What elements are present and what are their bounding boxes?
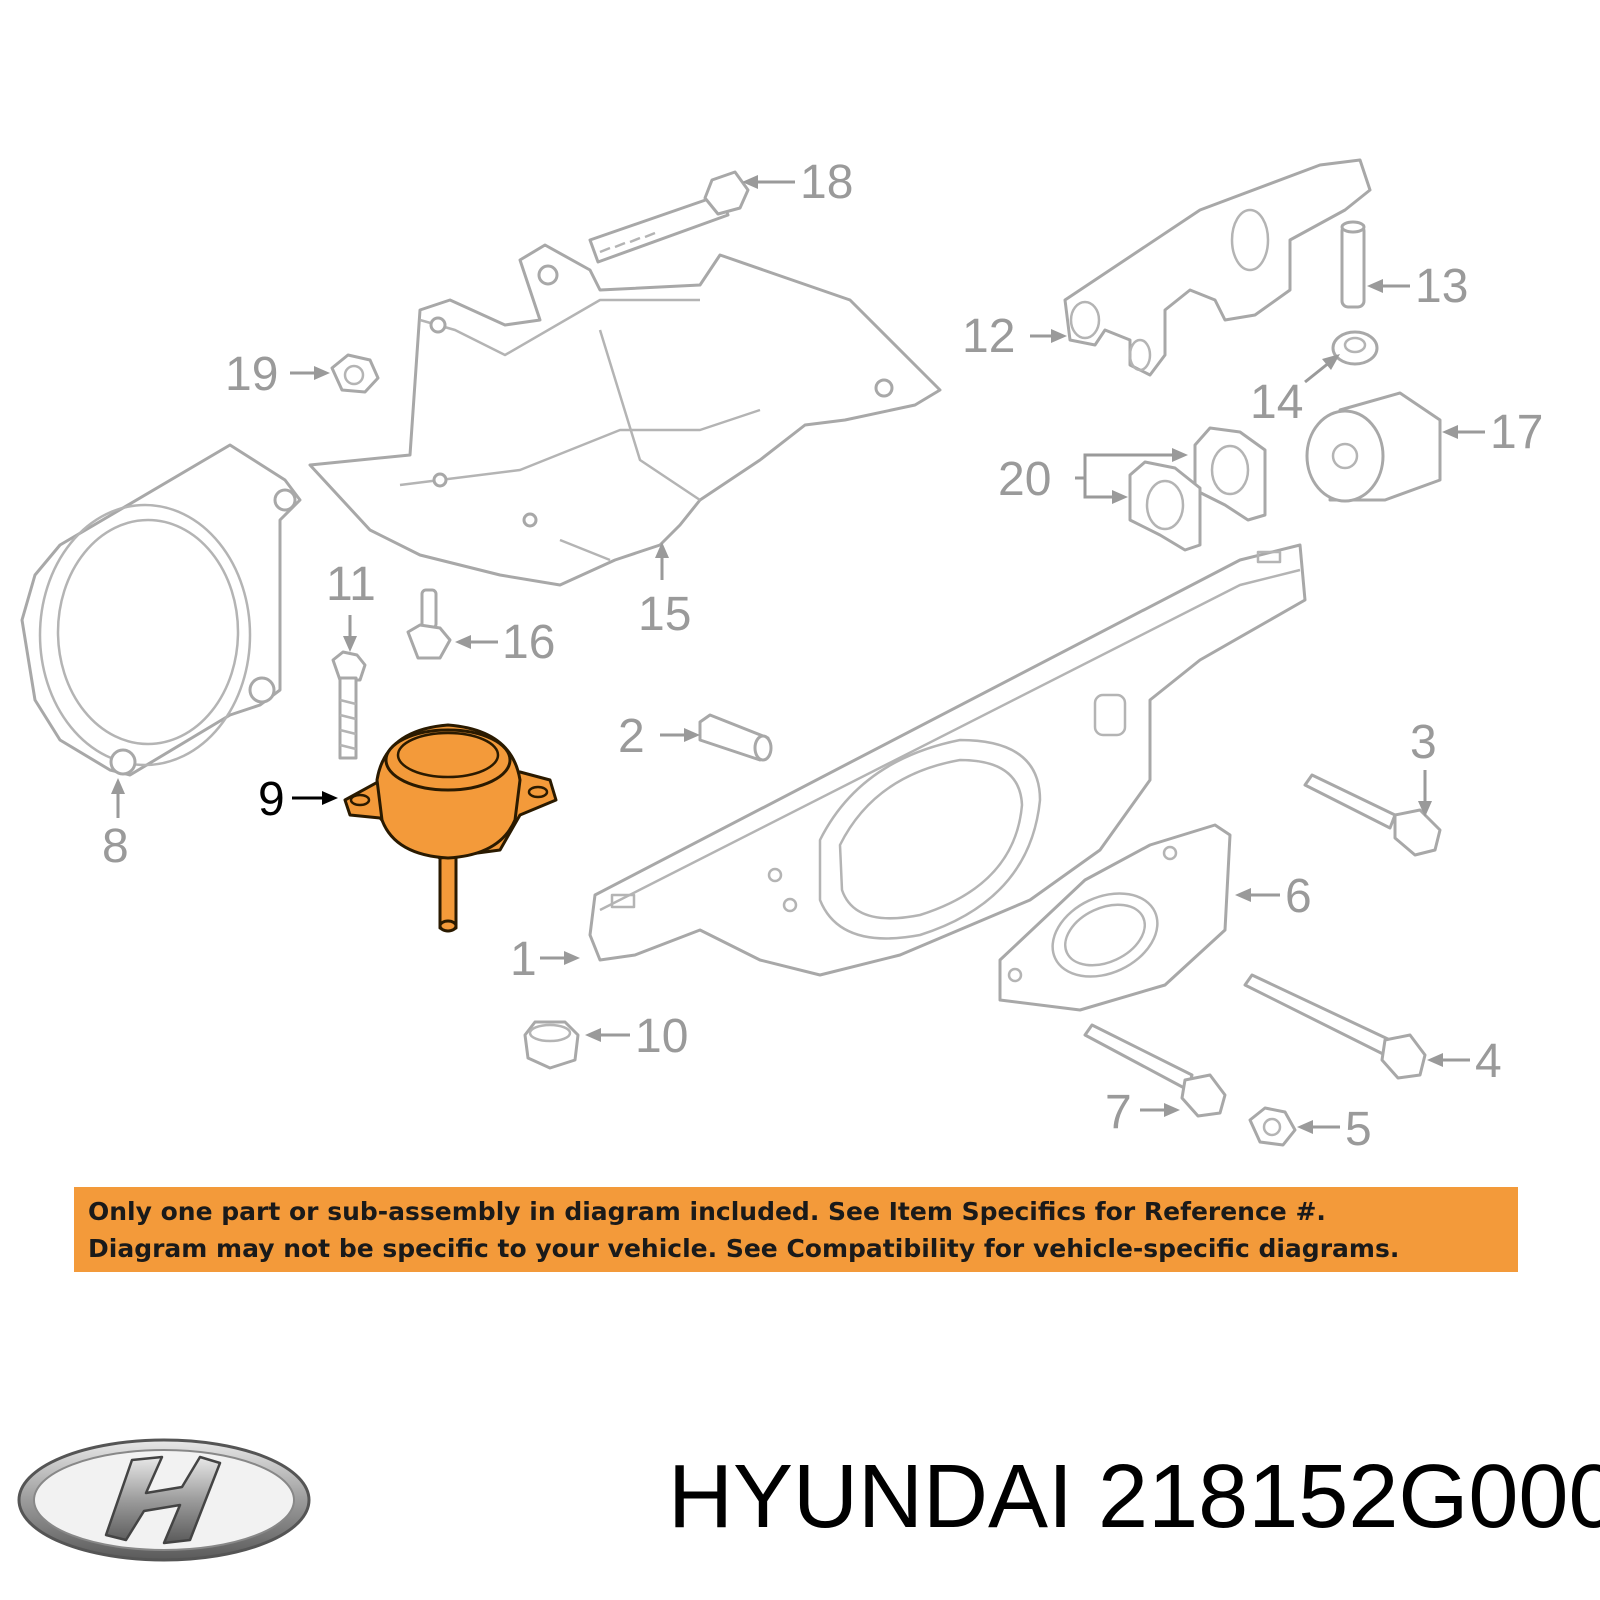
part-10-nut (523, 1020, 580, 1070)
callout-5: 5 (1345, 1103, 1372, 1156)
part-16-stud (406, 588, 452, 660)
callout-17: 17 (1490, 406, 1543, 459)
callout-20: 20 (998, 453, 1051, 506)
callout-13: 13 (1415, 260, 1468, 313)
callout-2: 2 (618, 710, 645, 763)
callout-18: 18 (800, 156, 853, 209)
part-19-nut (330, 353, 380, 394)
callout-15: 15 (638, 588, 691, 641)
callout-11: 11 (326, 558, 376, 611)
part-15-bracket (308, 243, 942, 587)
part-14-nut (1331, 330, 1379, 366)
callout-4: 4 (1475, 1035, 1502, 1088)
part-20-shims (1128, 426, 1267, 552)
callout-14: 14 (1250, 376, 1303, 429)
callout-8: 8 (102, 820, 129, 873)
disclaimer-line-1: Only one part or sub-assembly in diagram… (88, 1197, 1326, 1226)
callout-10: 10 (635, 1010, 688, 1063)
part-1-crossmember (588, 543, 1307, 977)
leader-lines (111, 175, 1485, 1134)
part-3-bolt (1303, 773, 1442, 857)
part-2-pin (698, 713, 773, 762)
part-17-bushing (1305, 391, 1442, 503)
part-13-pin (1340, 220, 1366, 309)
callout-1: 1 (510, 933, 537, 986)
callout-9: 9 (258, 773, 285, 826)
hyundai-logo-icon (17, 1438, 311, 1562)
part-8-housing (20, 443, 302, 777)
part-18-bolt (588, 170, 750, 264)
part-5-nut (1248, 1106, 1297, 1147)
part-9-engine-mount (343, 723, 558, 933)
callout-3: 3 (1410, 716, 1437, 769)
callout-7: 7 (1105, 1086, 1132, 1139)
part-12-arm (1063, 158, 1372, 377)
disclaimer-banner: Only one part or sub-assembly in diagram… (74, 1187, 1518, 1272)
callout-12: 12 (962, 310, 1015, 363)
part-11-bolt (331, 650, 367, 760)
callout-19: 19 (225, 348, 278, 401)
brand-caption: HYUNDAI 218152G000 (668, 1447, 1600, 1547)
callout-6: 6 (1285, 870, 1312, 923)
callout-16: 16 (502, 616, 555, 669)
part-6-plate (998, 823, 1232, 1012)
part-4-bolt (1243, 973, 1427, 1080)
disclaimer-line-2: Diagram may not be specific to your vehi… (88, 1234, 1400, 1263)
part-7-bolt (1083, 1023, 1227, 1118)
